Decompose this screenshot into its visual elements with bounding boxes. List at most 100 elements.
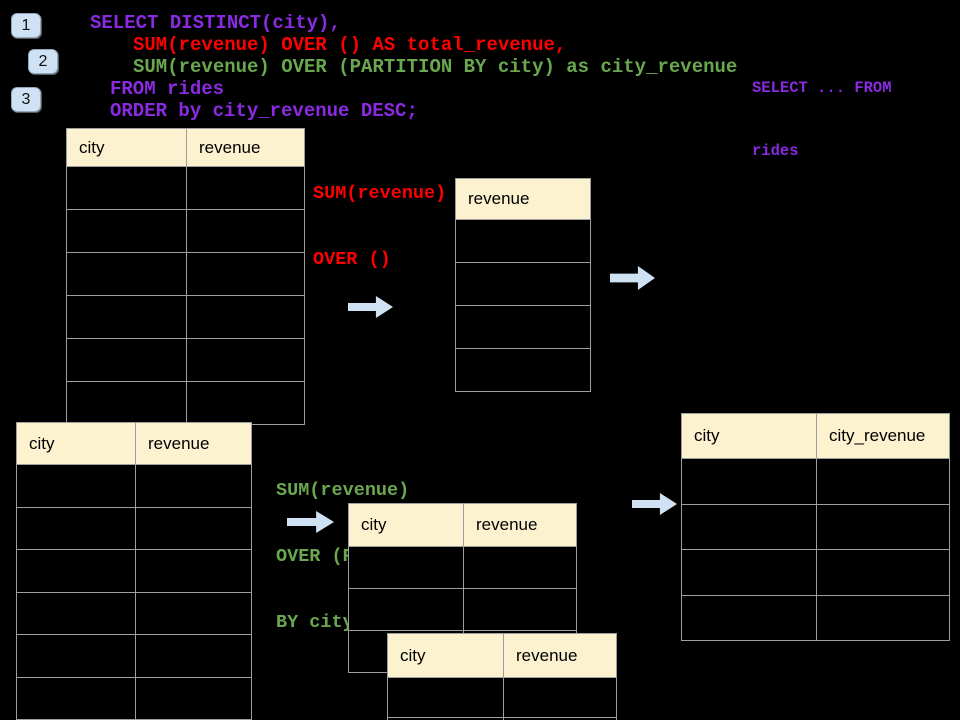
table-row — [456, 305, 590, 348]
empty-cell — [187, 382, 304, 424]
empty-cell — [456, 263, 590, 305]
empty-cell — [817, 505, 949, 550]
table-row — [67, 381, 304, 424]
table-row — [67, 166, 304, 209]
table-header-row: city city_revenue — [682, 414, 949, 458]
empty-cell — [187, 296, 304, 338]
table-city-revenue-result: city city_revenue — [681, 413, 950, 641]
table-source-top: city revenue — [66, 128, 305, 425]
column-header-revenue: revenue — [199, 137, 261, 157]
table-row — [682, 458, 949, 504]
empty-cell — [187, 210, 304, 252]
table-row — [456, 219, 590, 262]
table-row — [17, 506, 251, 550]
empty-cell — [817, 596, 949, 641]
column-header-revenue: revenue — [476, 515, 538, 534]
table-header-row: city revenue — [388, 634, 616, 677]
empty-cell — [817, 550, 949, 595]
empty-cell — [136, 550, 251, 592]
empty-cell — [136, 678, 251, 720]
sql-line-total-revenue: SUM(revenue) OVER () AS total_revenue, — [133, 34, 567, 56]
empty-cell — [17, 677, 136, 719]
empty-cell — [17, 507, 136, 549]
empty-cell — [67, 167, 187, 209]
empty-cell — [682, 504, 817, 549]
side-note-line1: SELECT ... FROM — [752, 79, 892, 97]
table-row — [682, 503, 949, 550]
step-badge-2: 2 — [28, 49, 58, 74]
table-header-row: city revenue — [349, 504, 576, 546]
table-partition-front: city revenue — [387, 633, 617, 720]
column-header-city: city — [682, 414, 817, 458]
table-row — [682, 549, 949, 595]
empty-cell — [17, 635, 136, 677]
table-row — [67, 252, 304, 295]
empty-cell — [187, 253, 304, 295]
table-row — [682, 594, 949, 641]
table-header-row: revenue — [456, 179, 590, 219]
side-note: SELECT ... FROM rides — [752, 36, 892, 204]
empty-cell — [504, 678, 616, 717]
empty-cell — [67, 253, 187, 295]
step-badge-1: 1 — [11, 13, 41, 38]
empty-cell — [187, 167, 304, 209]
empty-cell — [17, 550, 136, 592]
table-row — [67, 209, 304, 252]
empty-cell — [456, 220, 590, 262]
table-row — [456, 348, 590, 391]
table-header-row: city revenue — [67, 129, 304, 166]
empty-cell — [388, 718, 504, 720]
empty-cell — [67, 339, 187, 381]
table-row — [17, 591, 251, 635]
empty-cell — [136, 508, 251, 550]
table-row — [349, 588, 576, 630]
empty-cell — [464, 547, 576, 588]
column-header-city_revenue: city_revenue — [829, 426, 926, 445]
annotation-total-line1: SUM(revenue) — [313, 183, 447, 204]
column-header-revenue: revenue — [516, 645, 578, 665]
empty-cell — [456, 306, 590, 348]
empty-cell — [187, 339, 304, 381]
empty-cell — [682, 459, 817, 504]
sql-line-from: FROM rides — [110, 78, 225, 100]
table-row — [17, 676, 251, 720]
empty-cell — [136, 465, 251, 507]
column-header-city: city — [67, 129, 187, 166]
annotation-total-line2: OVER () — [313, 249, 391, 270]
table-row — [17, 549, 251, 592]
empty-cell — [136, 635, 251, 677]
table-row — [67, 295, 304, 338]
empty-cell — [388, 678, 504, 717]
empty-cell — [456, 349, 590, 391]
table-row — [67, 338, 304, 381]
table-row — [17, 634, 251, 677]
step-badge-3: 3 — [11, 87, 41, 112]
empty-cell — [67, 296, 187, 338]
empty-cell — [349, 589, 464, 630]
empty-cell — [67, 382, 187, 424]
empty-cell — [682, 550, 817, 595]
table-total-revenue-result: revenue — [455, 178, 591, 392]
flow-arrow-right-icon — [632, 493, 677, 515]
empty-cell — [17, 592, 136, 634]
flow-arrow-right-icon — [610, 266, 655, 290]
empty-cell — [67, 210, 187, 252]
empty-cell — [682, 595, 817, 640]
table-row — [388, 717, 616, 720]
sql-line-select: SELECT DISTINCT(city), — [90, 12, 341, 34]
table-row — [349, 546, 576, 588]
column-header-city: city — [349, 504, 464, 546]
annotation-partition-line1: SUM(revenue) — [276, 480, 410, 501]
empty-cell — [464, 589, 576, 630]
table-row — [17, 464, 251, 507]
table-row — [388, 677, 616, 717]
side-note-line2: rides — [752, 142, 799, 160]
annotation-total-revenue: SUM(revenue) OVER () — [313, 139, 446, 315]
empty-cell — [136, 593, 251, 635]
empty-cell — [817, 459, 949, 504]
column-header-city: city — [388, 634, 504, 677]
empty-cell — [17, 465, 136, 507]
